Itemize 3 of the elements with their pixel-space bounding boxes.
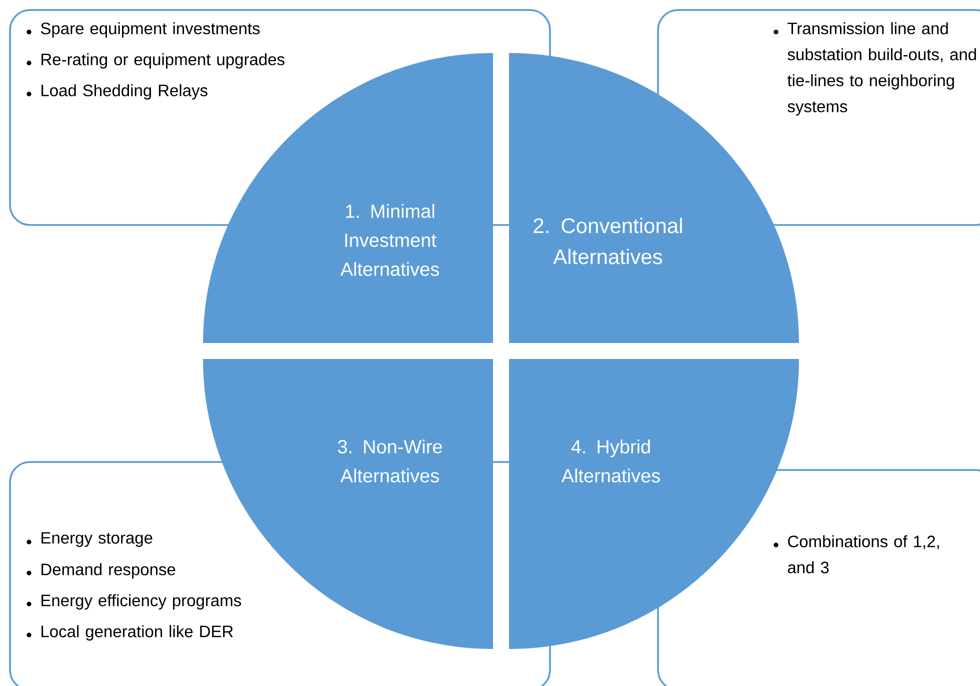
bullet-item: Energy storage [26, 532, 152, 547]
bullet-item: Demand response [26, 563, 176, 579]
bullet-item: Spare equipment investments [26, 22, 260, 38]
